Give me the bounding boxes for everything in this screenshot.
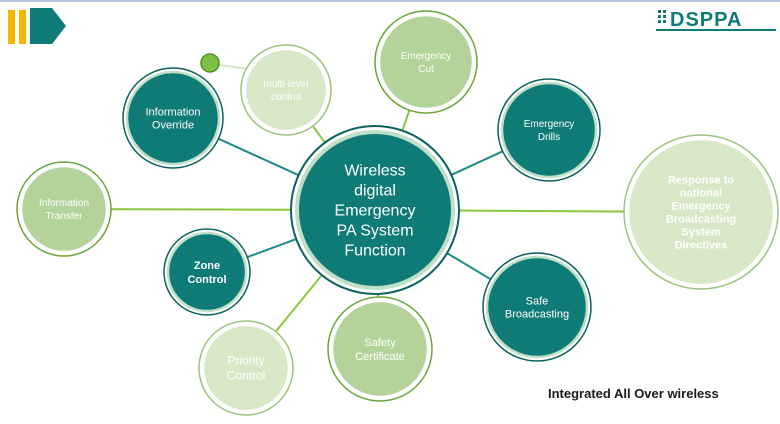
node-label-response-national: System <box>681 226 720 238</box>
center-label: Function <box>344 243 405 260</box>
node-label-safety-certificate: Certificate <box>355 351 405 363</box>
node-circle <box>377 13 475 111</box>
node-circle <box>330 299 430 399</box>
center-circle <box>295 130 455 290</box>
center-label: Wireless <box>344 163 405 180</box>
node-label-emergency-cut: Cut <box>418 64 434 75</box>
center-label: digital <box>354 183 396 200</box>
node-label-zone-control: Control <box>187 274 226 286</box>
node-label-response-national: Broadcasting <box>666 213 736 225</box>
small-bubble <box>200 53 220 73</box>
node-label-emergency-drills: Emergency <box>524 119 575 130</box>
logo-text: DSPPA <box>670 9 742 31</box>
node-circle <box>19 164 109 254</box>
node-response-national: Response tonationalEmergencyBroadcasting… <box>623 134 779 290</box>
node-label-multi-level-control: multi-level <box>263 79 308 90</box>
node-circle <box>500 81 598 179</box>
node-label-response-national: Emergency <box>671 200 731 212</box>
node-label-response-national: Response to <box>668 174 734 186</box>
node-label-information-override: Override <box>152 119 194 131</box>
footer-caption: Integrated All Over wireless <box>548 386 719 401</box>
node-label-multi-level-control: control <box>271 92 301 103</box>
node-label-information-transfer: Transfer <box>46 211 84 222</box>
node-circle <box>201 323 291 413</box>
dsppa-logo: DSPPA <box>656 6 776 32</box>
node-label-safe-broadcasting: Broadcasting <box>505 308 569 320</box>
node-label-priority-control: Control <box>227 369 266 383</box>
node-multi-level-control: multi-level control <box>240 44 332 136</box>
node-label-emergency-cut: Emergency <box>401 51 452 62</box>
node-label-response-national: national <box>680 187 722 199</box>
center-label: PA System <box>336 223 413 240</box>
node-label-safe-broadcasting: Safe <box>526 295 549 307</box>
node-circle <box>125 70 221 166</box>
node-circle <box>485 255 589 359</box>
center-label: Emergency <box>335 203 416 220</box>
node-label-response-national: Directives <box>675 239 728 251</box>
node-label-emergency-drills: Drills <box>538 132 560 143</box>
node-label-safety-certificate: Safety <box>364 337 396 349</box>
node-circle <box>166 231 248 313</box>
node-label-information-override: Information <box>145 106 200 118</box>
node-label-priority-control: Priority <box>227 354 264 368</box>
slide-accent-icon <box>8 8 66 44</box>
node-circle <box>626 137 776 287</box>
node-label-information-transfer: Information <box>39 198 89 209</box>
node-label-zone-control: Zone <box>194 260 220 272</box>
node-circle <box>243 47 329 133</box>
top-divider-line <box>0 0 780 2</box>
